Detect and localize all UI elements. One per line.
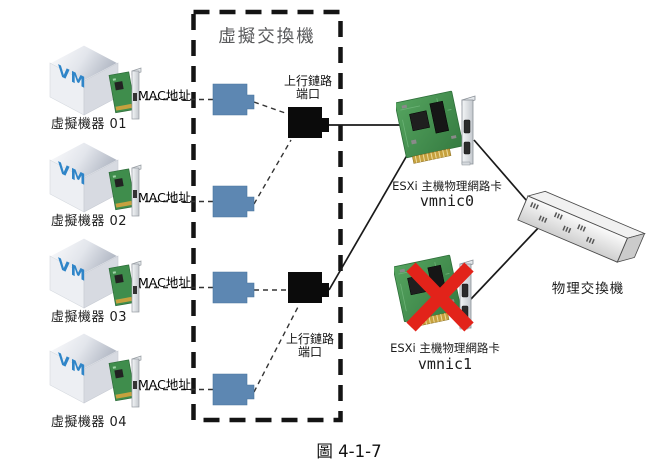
mac-label-4: MAC地址 bbox=[138, 377, 191, 392]
vmnic0-name: vmnic0 bbox=[419, 192, 475, 210]
vm4-icon: VM bbox=[48, 332, 142, 408]
vm1-icon: VM bbox=[48, 44, 142, 120]
vm2-label: 虛擬機器 02 bbox=[50, 214, 128, 229]
vmnic0-card-icon bbox=[396, 90, 476, 166]
figure-caption: 圖 4-1-7 bbox=[316, 442, 382, 461]
virtual-switch-boundary bbox=[191, 9, 343, 423]
vm4-label: 虛擬機器 04 bbox=[50, 415, 128, 430]
vm-nic-icon bbox=[108, 264, 136, 307]
vm2-icon: VM bbox=[48, 141, 142, 217]
physical-links bbox=[328, 124, 542, 300]
vmnic1-card-icon bbox=[394, 254, 474, 332]
mac-links bbox=[136, 98, 300, 393]
mac-label-2: MAC地址 bbox=[138, 190, 191, 205]
port1-uplink1-link bbox=[253, 101, 289, 115]
vm-nic-icon bbox=[108, 359, 136, 402]
vswitch-port-3 bbox=[212, 271, 255, 304]
switch-vmnic1-link bbox=[470, 224, 542, 300]
vmnic0-switch-link bbox=[473, 139, 534, 209]
vm-nic-icon bbox=[108, 168, 136, 211]
vm3-icon: VM bbox=[48, 237, 142, 313]
uplink-label-top: 上行鏈路 端口 bbox=[283, 74, 332, 101]
failed-x-icon bbox=[406, 262, 474, 332]
vswitch-ports bbox=[212, 83, 255, 406]
uplink2-vmnic0-link bbox=[328, 144, 414, 291]
vswitch-port-4 bbox=[212, 373, 255, 406]
physical-switch-label: 物理交換機 bbox=[551, 281, 625, 297]
uplink-port-2 bbox=[288, 272, 329, 303]
vm3-label: 虛擬機器 03 bbox=[50, 310, 128, 325]
uplink-label-bottom: 上行鏈路 端口 bbox=[285, 332, 334, 359]
virtual-switch-title: 虛擬交換機 bbox=[218, 27, 316, 47]
vm-nic-icon bbox=[108, 71, 136, 114]
vswitch-port-1 bbox=[212, 83, 255, 116]
mac-label-1: MAC地址 bbox=[138, 88, 191, 103]
switch-port-leds bbox=[530, 202, 595, 245]
vswitch-port-2 bbox=[212, 185, 255, 218]
vmnic1-name: vmnic1 bbox=[417, 355, 473, 373]
port4-uplink2-link bbox=[253, 304, 300, 393]
vmnic1-caption: ESXi 主機物理網路卡 bbox=[390, 341, 500, 355]
vmnic0-caption: ESXi 主機物理網路卡 bbox=[392, 179, 502, 193]
physical-switch-icon bbox=[517, 190, 646, 263]
uplink-ports bbox=[288, 107, 329, 303]
uplink-port-1 bbox=[288, 107, 329, 138]
mac-label-3: MAC地址 bbox=[138, 275, 191, 290]
vm1-label: 虛擬機器 01 bbox=[50, 117, 128, 132]
port2-uplink1-link bbox=[253, 139, 292, 205]
